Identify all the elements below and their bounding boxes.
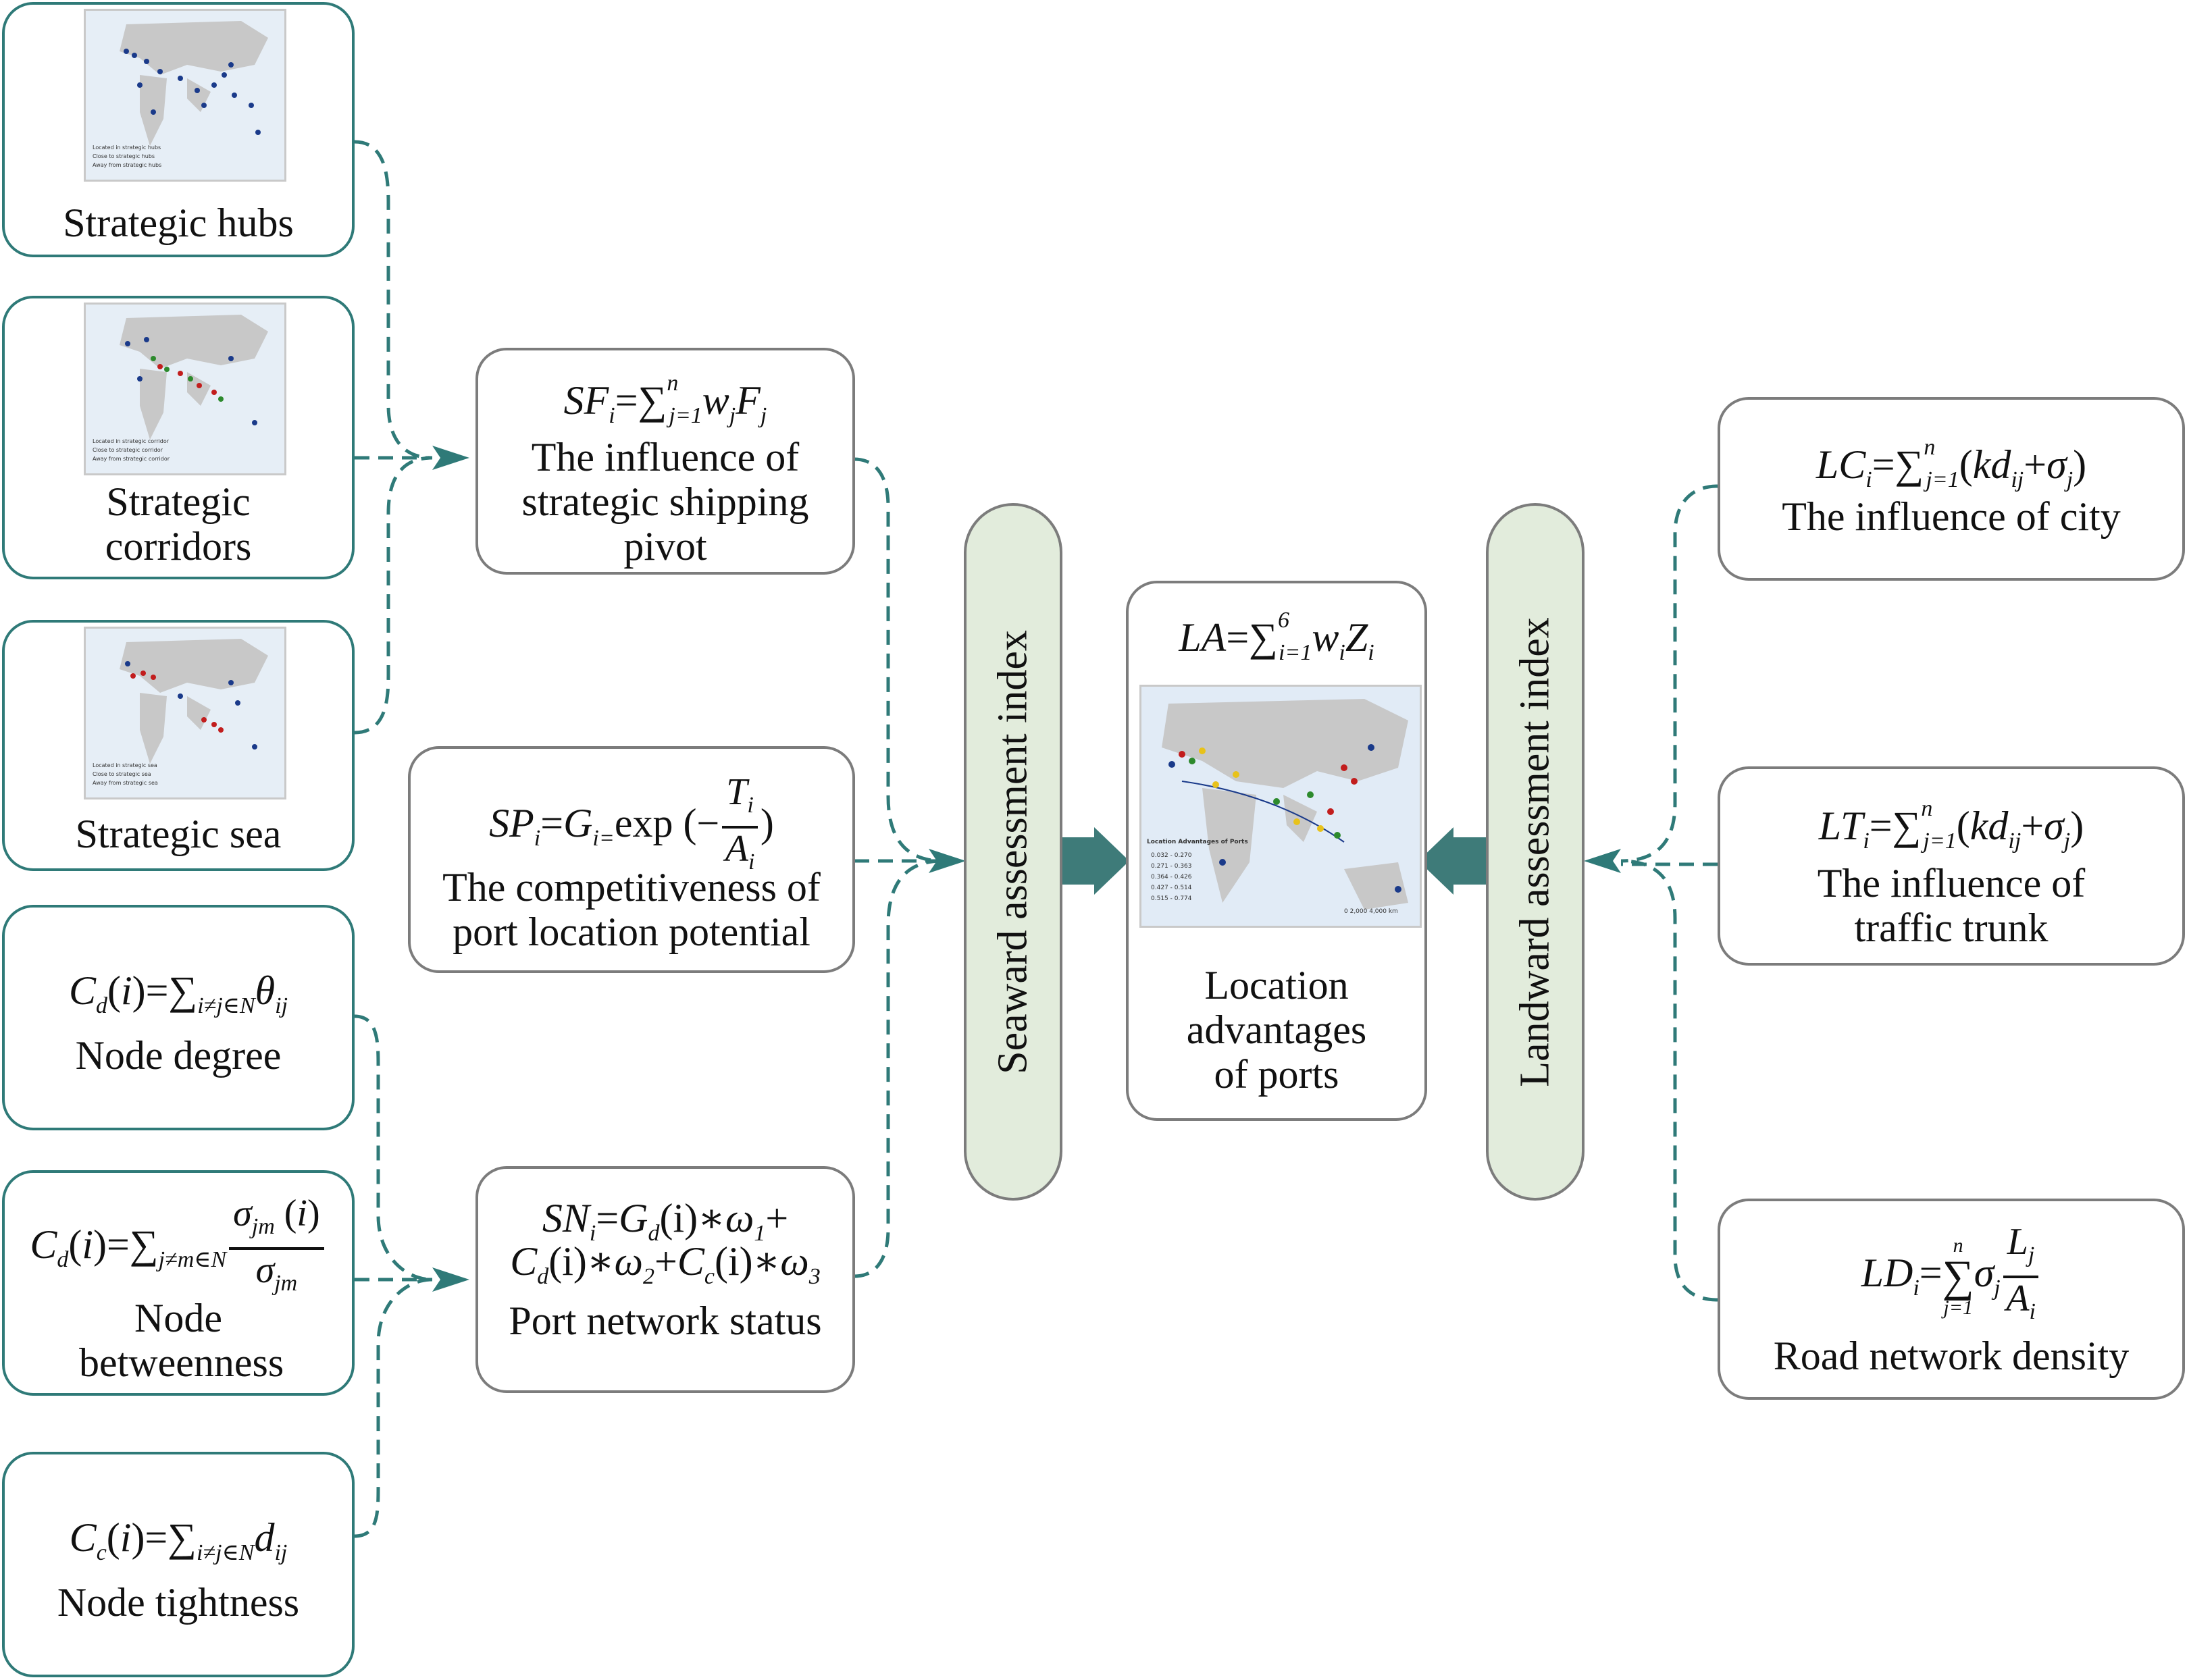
sea-legend-2: Close to strategic sea <box>93 771 151 777</box>
landward-index-label: Landward assessment index <box>1512 616 1558 1087</box>
sn-formula-line1: SNi=Gd(i)∗ω1+ <box>542 1196 789 1246</box>
hubs-legend-2: Close to strategic hubs <box>93 153 155 159</box>
corridors-legend-2: Close to strategic corridor <box>93 447 163 453</box>
node-degree-box: Cd(i)=∑i≠j∈Nθij Node degree <box>2 905 355 1130</box>
node-tightness-box: Cc(i)=∑i≠j∈Ndij Node tightness <box>2 1452 355 1677</box>
center-map-legend-2: 0.271 - 0.363 <box>1151 863 1192 870</box>
seaward-index-pill: Seaward assessment index <box>964 503 1062 1201</box>
strategic-sea-map: Located in strategic sea Close to strate… <box>84 627 286 799</box>
center-map-legend-5: 0.515 - 0.774 <box>1151 895 1192 902</box>
strategic-hubs-map: Located in strategic hubs Close to strat… <box>84 9 286 182</box>
sea-legend-3: Away from strategic sea <box>93 780 158 786</box>
node-tightness-label: Node tightness <box>57 1580 300 1625</box>
strategic-corridors-label: Strategic corridors <box>105 479 252 569</box>
hubs-legend-3: Away from strategic hubs <box>93 162 161 168</box>
seaward-to-center-arrow <box>1062 827 1129 895</box>
sf-box: SFi=∑nj=1wjFj The influence of strategic… <box>475 348 855 575</box>
strategic-hubs-box: Located in strategic hubs Close to strat… <box>2 2 355 257</box>
sn-label: Port network status <box>509 1298 822 1343</box>
lt-box: LTi=∑nj=1(kdij+σj) The influence of traf… <box>1718 766 2185 966</box>
seaward-index-label: Seaward assessment index <box>989 629 1036 1074</box>
location-advantages-map: Location Advantages of Ports 0.032 - 0.2… <box>1139 685 1422 928</box>
lt-label: The influence of traffic trunk <box>1817 861 2086 950</box>
center-map-scale: 0 2,000 4,000 km <box>1344 908 1398 915</box>
node-degree-formula: Cd(i)=∑i≠j∈Nθij <box>68 968 288 1018</box>
landward-index-pill: Landward assessment index <box>1486 503 1585 1201</box>
lc-box: LCi=∑nj=1(kdij+σj) The influence of city <box>1718 397 2185 581</box>
la-formula: LA=∑6i=1wiZi <box>1179 608 1374 665</box>
center-map-legend-4: 0.427 - 0.514 <box>1151 885 1192 891</box>
strategic-hubs-label: Strategic hubs <box>63 201 294 245</box>
sn-box: SNi=Gd(i)∗ω1+ Cd(i)∗ω2+Cc(i)∗ω3 Port net… <box>475 1166 855 1393</box>
node-betweenness-label: Node betweenness <box>79 1296 284 1385</box>
strategic-corridors-map: Located in strategic corridor Close to s… <box>84 303 286 475</box>
center-label: Location advantages of ports <box>1186 963 1367 1097</box>
corridors-legend-3: Away from strategic corridor <box>93 456 170 462</box>
sn-formula-line2: Cd(i)∗ω2+Cc(i)∗ω3 <box>510 1239 821 1289</box>
strategic-sea-box: Located in strategic sea Close to strate… <box>2 620 355 871</box>
center-map-legend-3: 0.364 - 0.426 <box>1151 874 1192 881</box>
strategic-sea-label: Strategic sea <box>75 812 282 856</box>
landward-to-center-arrow <box>1418 827 1486 895</box>
corridors-legend-1: Located in strategic corridor <box>93 438 170 444</box>
sp-label: The competitiveness of port location pot… <box>442 865 821 954</box>
sea-legend-1: Located in strategic sea <box>93 762 157 768</box>
center-map-legend-1: 0.032 - 0.270 <box>1151 852 1192 859</box>
center-map-title: Location Advantages of Ports <box>1147 839 1248 845</box>
sf-label: The influence of strategic shipping pivo… <box>521 435 809 569</box>
node-degree-label: Node degree <box>75 1033 282 1078</box>
lt-formula: LTi=∑nj=1(kdij+σj) <box>1818 796 2084 854</box>
ld-label: Road network density <box>1773 1334 2130 1378</box>
sf-formula: SFi=∑nj=1wjFj <box>563 371 767 428</box>
node-tightness-formula: Cc(i)=∑i≠j∈Ndij <box>69 1515 288 1565</box>
hubs-legend-1: Located in strategic hubs <box>93 145 161 151</box>
lc-formula: LCi=∑nj=1(kdij+σj) <box>1815 435 2087 492</box>
center-box: LA=∑6i=1wiZi Location Advantages of Port… <box>1126 581 1427 1121</box>
lc-label: The influence of city <box>1782 494 2121 539</box>
strategic-corridors-box: Located in strategic corridor Close to s… <box>2 296 355 579</box>
